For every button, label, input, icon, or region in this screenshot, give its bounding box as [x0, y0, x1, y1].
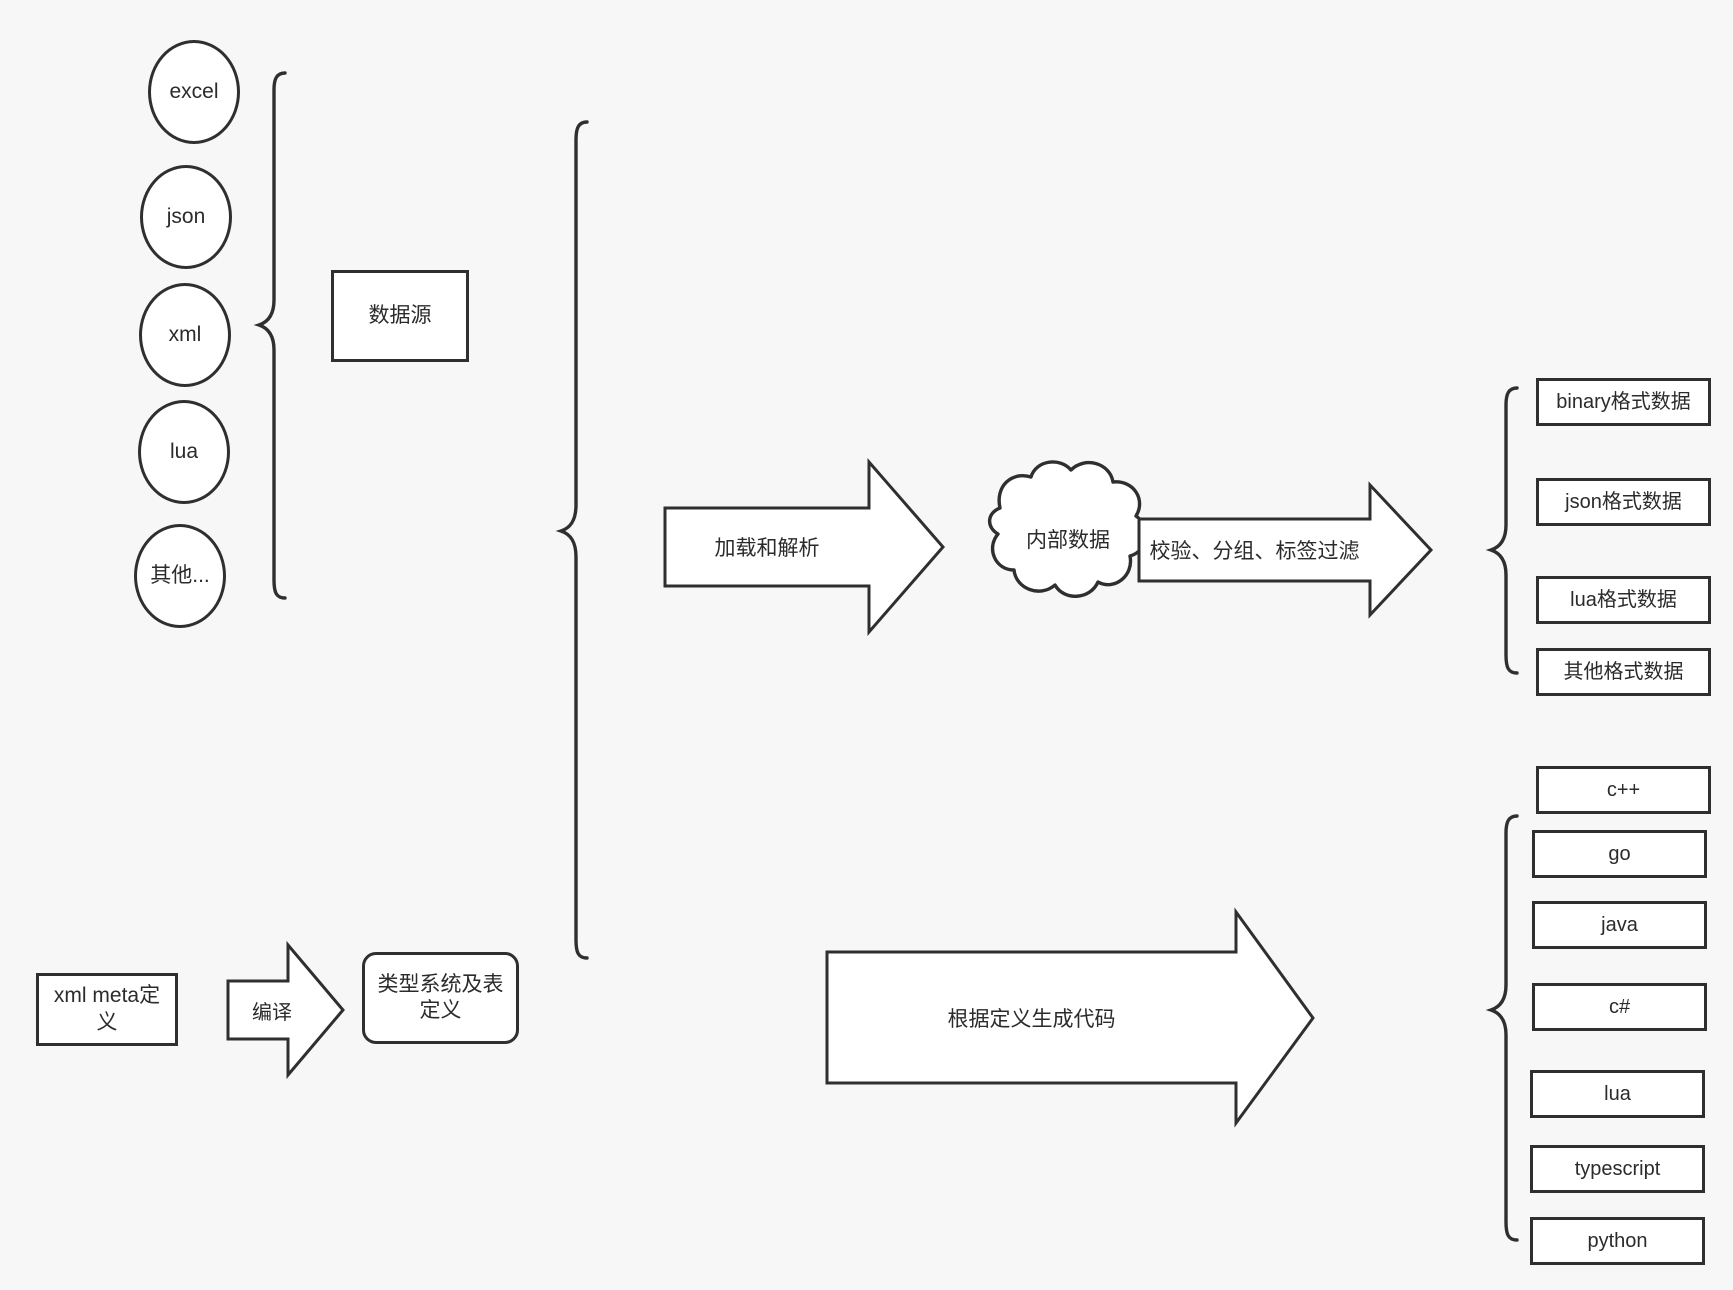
output-format-lua[interactable]: lua格式数据 — [1536, 576, 1711, 624]
source-node-other[interactable]: 其他... — [134, 524, 226, 628]
brace-output-languages — [1485, 814, 1519, 1242]
data-source-group-label: 数据源 — [368, 303, 432, 327]
output-language-lua[interactable]: lua — [1530, 1070, 1705, 1118]
source-label: 其他... — [150, 563, 210, 587]
output-language-label: go — [1608, 842, 1631, 865]
source-label: lua — [169, 439, 199, 463]
output-format-label: lua格式数据 — [1570, 588, 1677, 611]
xml-meta-definition-box[interactable]: xml meta定义 — [36, 973, 178, 1046]
output-language-label: lua — [1604, 1082, 1631, 1105]
arrow-validate-group-filter — [1137, 481, 1434, 619]
source-label: excel — [169, 79, 219, 103]
output-language-java[interactable]: java — [1532, 901, 1707, 949]
output-language-cpp[interactable]: c++ — [1536, 766, 1711, 814]
output-format-json[interactable]: json格式数据 — [1536, 478, 1711, 526]
source-label: xml — [168, 322, 202, 346]
output-language-typescript[interactable]: typescript — [1530, 1145, 1705, 1193]
type-system-label: 类型系统及表定义 — [377, 972, 504, 1022]
output-language-label: c# — [1608, 995, 1631, 1018]
source-node-json[interactable]: json — [140, 165, 232, 269]
output-language-python[interactable]: python — [1530, 1217, 1705, 1265]
xml-meta-definition-label: xml meta定义 — [53, 984, 161, 1034]
data-source-group-box[interactable]: 数据源 — [331, 270, 469, 362]
output-format-binary[interactable]: binary格式数据 — [1536, 378, 1711, 426]
output-language-label: typescript — [1574, 1157, 1661, 1180]
brace-output-formats — [1485, 386, 1519, 675]
output-language-csharp[interactable]: c# — [1532, 983, 1707, 1031]
output-format-label: binary格式数据 — [1556, 390, 1691, 413]
output-language-go[interactable]: go — [1532, 830, 1707, 878]
type-system-box[interactable]: 类型系统及表定义 — [362, 952, 519, 1044]
cloud-internal-data — [987, 460, 1148, 598]
output-language-label: c++ — [1606, 778, 1641, 801]
output-format-label: json格式数据 — [1565, 490, 1682, 513]
arrow-compile — [226, 940, 345, 1080]
source-node-xml[interactable]: xml — [139, 283, 231, 387]
source-label: json — [166, 204, 206, 228]
brace-data-sources — [253, 71, 287, 600]
output-language-label: java — [1601, 913, 1638, 936]
arrow-generate-code — [825, 907, 1315, 1128]
output-format-other[interactable]: 其他格式数据 — [1536, 648, 1711, 696]
brace-pipeline-input — [555, 120, 589, 960]
source-node-excel[interactable]: excel — [148, 40, 240, 144]
arrow-load-parse — [663, 457, 945, 637]
output-language-label: python — [1587, 1229, 1648, 1252]
output-format-label: 其他格式数据 — [1563, 660, 1684, 683]
source-node-lua[interactable]: lua — [138, 400, 230, 504]
